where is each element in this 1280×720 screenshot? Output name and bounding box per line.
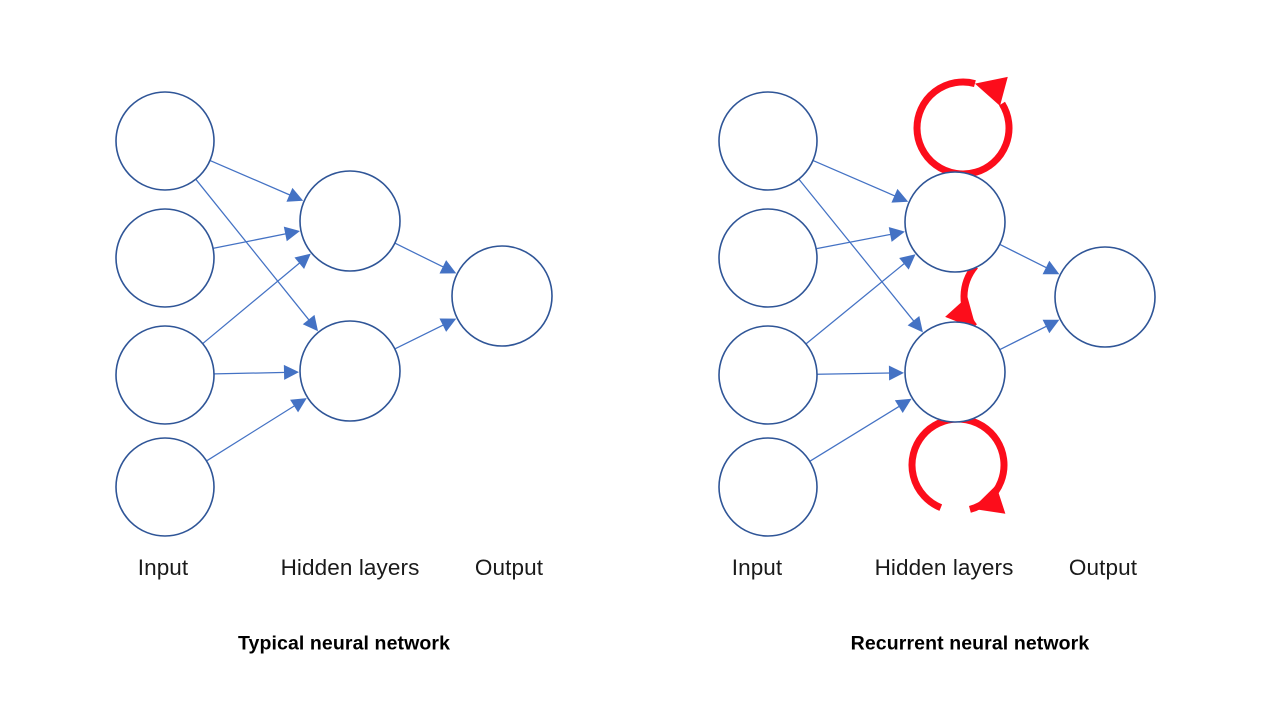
feedback-hidden-2-to-1-arrowhead [945,296,977,330]
caption-recurrent-neural-network: Recurrent neural network [850,632,1090,655]
output-node-1 [451,245,553,347]
panel-recurrent-neural-network: Input Hidden layers Output Recurrent neu… [640,0,1280,720]
edge-arrowhead-0 [891,188,909,203]
edge-input-node-2-to-hidden-node-1 [816,233,893,250]
edge-hidden-node-2-to-output-node-1 [999,324,1049,350]
layer-label-input-left: Input [137,555,189,580]
edge-input-node-3-to-hidden-node-2 [817,372,892,375]
caption-typical-neural-network: Typical neural network [237,632,451,655]
edge-input-node-1-to-hidden-node-2 [798,179,916,324]
edge-hidden-node-1-to-output-node-1 [999,244,1049,270]
nodes-group [115,91,553,537]
input-node-2 [115,208,215,308]
edge-arrowhead-4 [283,364,300,380]
edge-hidden-node-2-to-output-node-1 [395,323,446,350]
edge-input-node-3-to-hidden-node-2 [214,371,287,375]
typical-network-diagram [115,91,553,537]
layer-label-output-left: Output [474,555,544,580]
input-node-1 [115,91,215,191]
panel-typical-neural-network: Input Hidden layers Output Typical neura… [115,91,553,655]
edge-arrowhead-3 [294,253,311,269]
recurrent-network-diagram [718,76,1156,537]
input-node-2 [718,208,818,308]
hidden-node-2 [904,321,1006,423]
edge-arrowhead-6 [1042,260,1060,275]
edges-group [195,160,457,462]
input-node-4 [115,437,215,537]
input-node-1 [718,91,818,191]
edge-arrowhead-2 [283,226,300,242]
input-node-3 [718,325,818,425]
self-loop-hidden-2-bottom-arrowhead [972,485,1006,514]
layer-label-input-right: Input [731,555,783,580]
edges-group [798,160,1060,462]
edge-arrowhead-5 [894,398,912,413]
edge-input-node-2-to-hidden-node-1 [213,232,289,249]
edge-input-node-1-to-hidden-node-1 [813,160,898,198]
self-loop-hidden-1-top-arc [913,78,1013,178]
edge-hidden-node-1-to-output-node-1 [395,242,446,269]
output-node-1 [1054,246,1156,348]
edge-arrowhead-6 [439,260,457,274]
input-node-4 [718,437,818,537]
nodes-group [718,91,1156,537]
edge-arrowhead-0 [286,187,304,202]
edge-arrowhead-7 [1042,319,1060,334]
recurrent-loops-group [908,76,1013,514]
hidden-node-1 [299,170,401,272]
hidden-node-1 [904,171,1006,273]
layer-label-hidden-right: Hidden layers [874,555,1014,580]
edge-input-node-3-to-hidden-node-1 [202,261,302,344]
edge-arrowhead-2 [888,227,905,242]
edge-arrowhead-3 [899,254,916,270]
self-loop-hidden-1-top-arrowhead [974,76,1008,106]
edge-arrowhead-1 [907,315,923,333]
hidden-node-2 [299,320,401,422]
edge-input-node-4-to-hidden-node-2 [206,404,297,462]
edge-arrowhead-4 [888,365,905,381]
edge-arrowhead-7 [439,318,457,332]
edge-arrowhead-5 [290,398,307,413]
edge-input-node-4-to-hidden-node-2 [809,404,902,462]
layer-label-output-right: Output [1068,555,1138,580]
layer-label-hidden-left: Hidden layers [280,555,420,580]
edge-input-node-1-to-hidden-node-1 [210,160,293,197]
edge-input-node-3-to-hidden-node-1 [805,261,907,345]
input-node-3 [115,325,215,425]
edge-arrowhead-1 [302,314,319,332]
edge-input-node-1-to-hidden-node-2 [195,179,311,323]
